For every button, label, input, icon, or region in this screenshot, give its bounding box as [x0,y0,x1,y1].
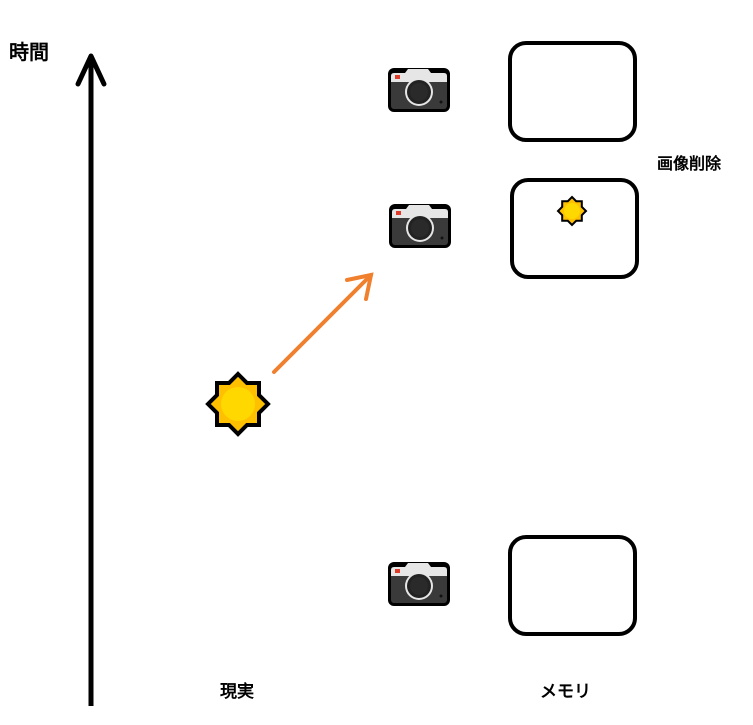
camera-icon [388,68,450,112]
star-event-icon [556,195,588,227]
delete-image-label: 画像削除 [657,154,722,173]
memory-frame-empty [508,535,637,636]
time-axis-arrow [75,53,107,706]
camera-icon [389,204,451,248]
memory-frame-empty [508,41,637,142]
reality-label: 現実 [220,682,254,702]
capture-arrow [272,272,374,374]
time-axis-label: 時間 [9,40,49,64]
camera-icon [388,562,450,606]
star-event-icon [205,371,271,437]
memory-label: メモリ [540,682,591,702]
memory-frame-with-image [510,178,639,279]
